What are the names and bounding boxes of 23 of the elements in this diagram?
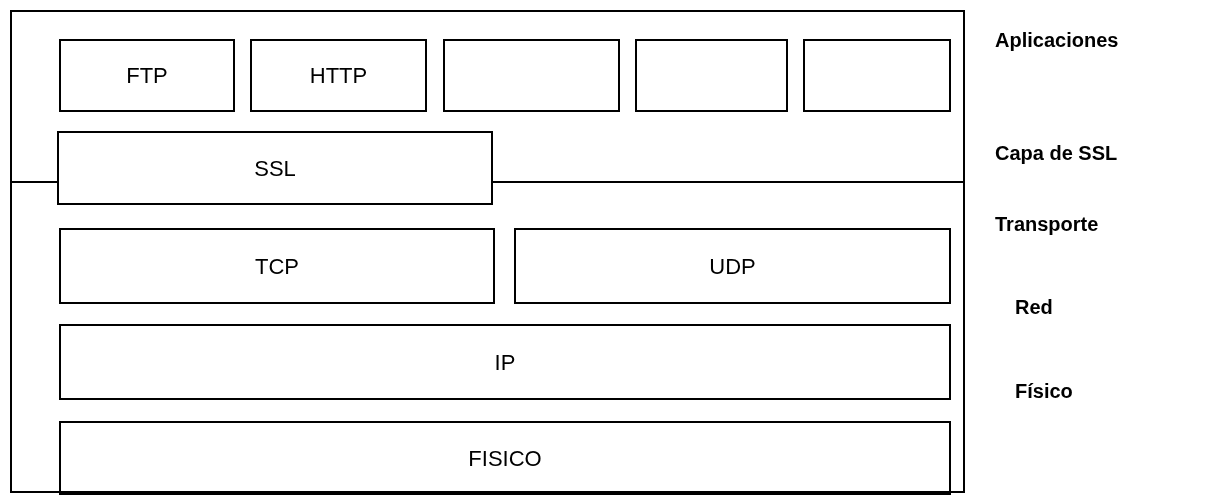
empty-box	[803, 39, 951, 112]
protocol-label: SSL	[254, 154, 296, 183]
protocol-box	[250, 39, 427, 112]
layer-name: Transporte	[995, 214, 1099, 234]
protocol-label: IP	[494, 348, 516, 377]
protocol-label: TCP	[255, 252, 299, 281]
protocol-box	[57, 131, 493, 205]
layer-name: Red	[1015, 297, 1053, 317]
protocol-box	[59, 421, 951, 495]
protocol-label: FISICO	[468, 444, 542, 473]
protocol-box	[59, 228, 495, 304]
protocol-label: FTP	[126, 62, 168, 90]
protocol-box	[59, 39, 235, 112]
layer-name: Aplicaciones	[995, 30, 1119, 50]
empty-box	[443, 39, 620, 112]
protocol-label: HTTP	[309, 62, 368, 90]
empty-box	[635, 39, 788, 112]
layer-band	[10, 181, 965, 493]
layer-name: Físico	[1015, 381, 1073, 401]
protocol-label: UDP	[709, 252, 756, 281]
layer-name: Capa de SSL	[995, 143, 1118, 163]
protocol-box	[59, 324, 951, 400]
protocol-box	[514, 228, 951, 304]
